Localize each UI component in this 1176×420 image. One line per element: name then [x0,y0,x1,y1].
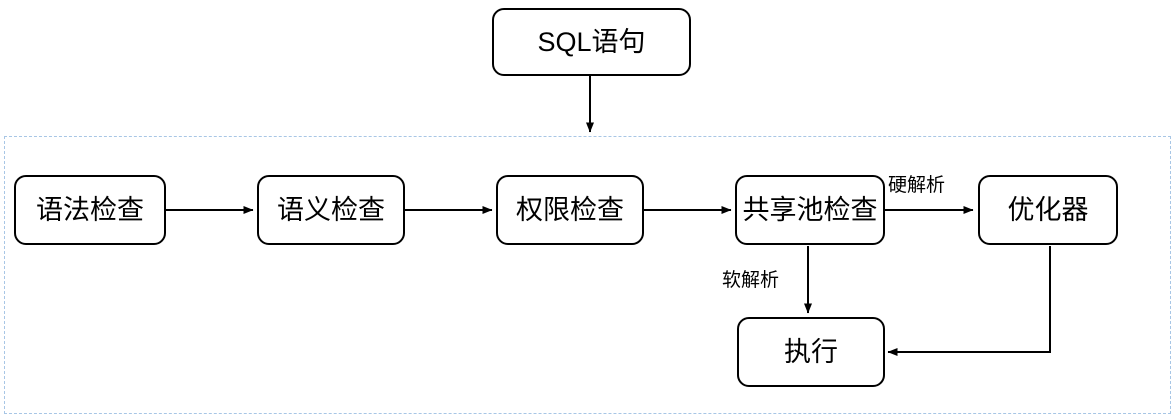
edge-label-soft-parse: 软解析 [722,270,780,291]
edge-label-hard-parse: 硬解析 [888,175,946,196]
node-shared-pool-check-label: 共享池检查 [742,194,878,225]
node-semantic-check[interactable]: 语义检查 [257,175,405,245]
node-permission-check[interactable]: 权限检查 [496,175,644,245]
node-permission-check-label: 权限检查 [516,194,624,225]
edge-optimizer-to-execute [887,246,1051,356]
node-syntax-check[interactable]: 语法检查 [14,175,166,245]
node-execute[interactable]: 执行 [737,317,885,387]
node-semantic-check-label: 语义检查 [277,194,385,225]
node-shared-pool-check[interactable]: 共享池检查 [735,175,885,245]
parse-stage-group [4,136,1171,414]
node-sql-statement-label: SQL语句 [537,26,646,57]
node-sql-statement[interactable]: SQL语句 [492,8,691,76]
node-execute-label: 执行 [784,336,838,367]
node-syntax-check-label: 语法检查 [36,194,144,225]
node-optimizer[interactable]: 优化器 [978,175,1118,245]
node-optimizer-label: 优化器 [1007,194,1089,225]
